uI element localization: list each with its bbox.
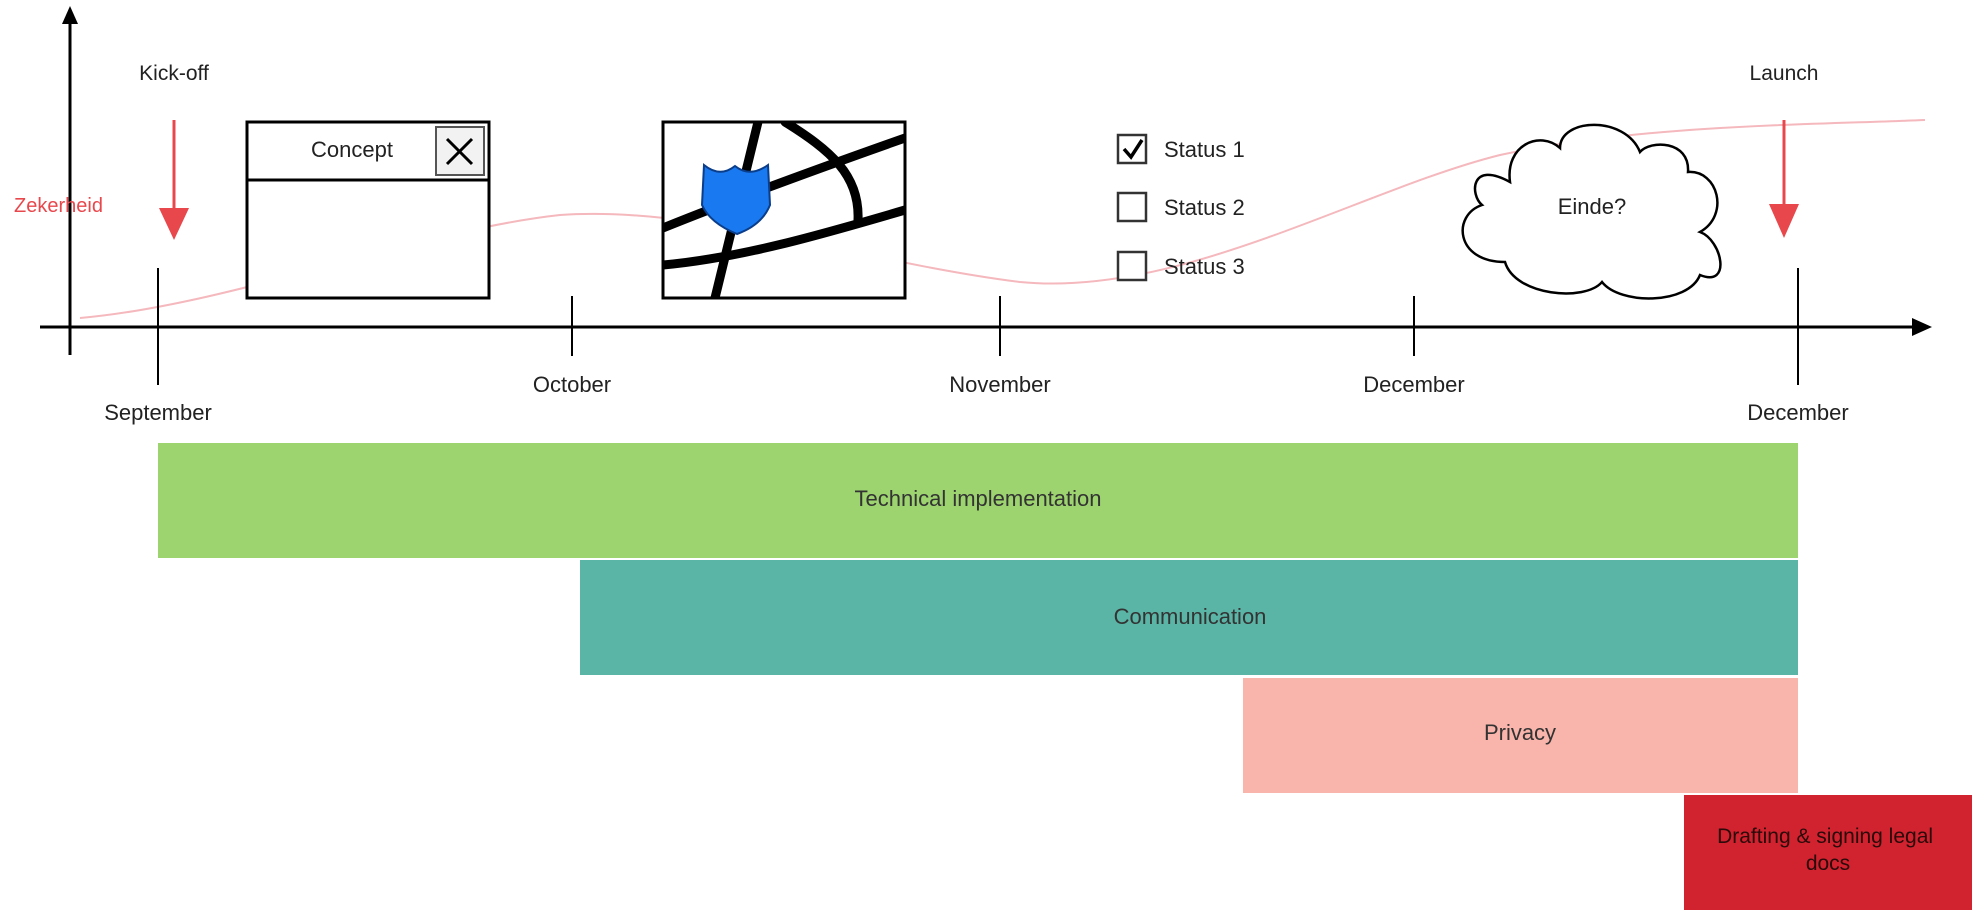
close-icon[interactable]: [435, 126, 485, 176]
status-3-label: Status 3: [1164, 254, 1245, 279]
bar-privacy: [1243, 678, 1798, 793]
y-axis-label: Zekerheid: [14, 195, 103, 217]
month-label-november: November: [949, 372, 1050, 397]
status-checkbox-3[interactable]: Status 3: [1116, 250, 1245, 282]
month-label-october: October: [533, 372, 611, 397]
month-label-december: December: [1363, 372, 1464, 397]
y-axis: [62, 6, 78, 355]
kickoff-arrow-icon: [159, 120, 189, 240]
shield-marker-icon: [700, 162, 772, 236]
status-checkbox-2[interactable]: Status 2: [1116, 191, 1245, 223]
map-mockup: [661, 120, 907, 300]
bar-technical-implementation-label: Technical implementation: [854, 486, 1101, 511]
cloud-shape: [1461, 123, 1722, 300]
checkbox-checked-icon[interactable]: [1116, 133, 1148, 165]
launch-arrow-icon: [1769, 120, 1799, 238]
concept-window-title: Concept: [311, 137, 393, 162]
status-1-label: Status 1: [1164, 137, 1245, 162]
x-axis: [40, 318, 1932, 336]
bar-drafting-legal-label: Drafting & signing legal docs: [1717, 825, 1939, 875]
month-label-december-end: December: [1747, 400, 1848, 425]
kickoff-label: Kick-off: [139, 62, 209, 85]
checkbox-unchecked-icon[interactable]: [1116, 191, 1148, 223]
bar-technical-implementation: [158, 443, 1798, 558]
bar-communication: [580, 560, 1798, 675]
bar-communication-label: Communication: [1114, 604, 1267, 629]
status-checkbox-1[interactable]: Status 1: [1116, 133, 1245, 165]
month-label-september: September: [104, 400, 212, 425]
cloud-label: Einde?: [1558, 194, 1627, 219]
launch-label: Launch: [1750, 62, 1819, 85]
bar-drafting-legal: [1684, 795, 1972, 910]
bar-privacy-label: Privacy: [1484, 720, 1556, 745]
status-2-label: Status 2: [1164, 195, 1245, 220]
concept-window: Concept: [245, 120, 491, 300]
checkbox-unchecked-icon[interactable]: [1116, 250, 1148, 282]
